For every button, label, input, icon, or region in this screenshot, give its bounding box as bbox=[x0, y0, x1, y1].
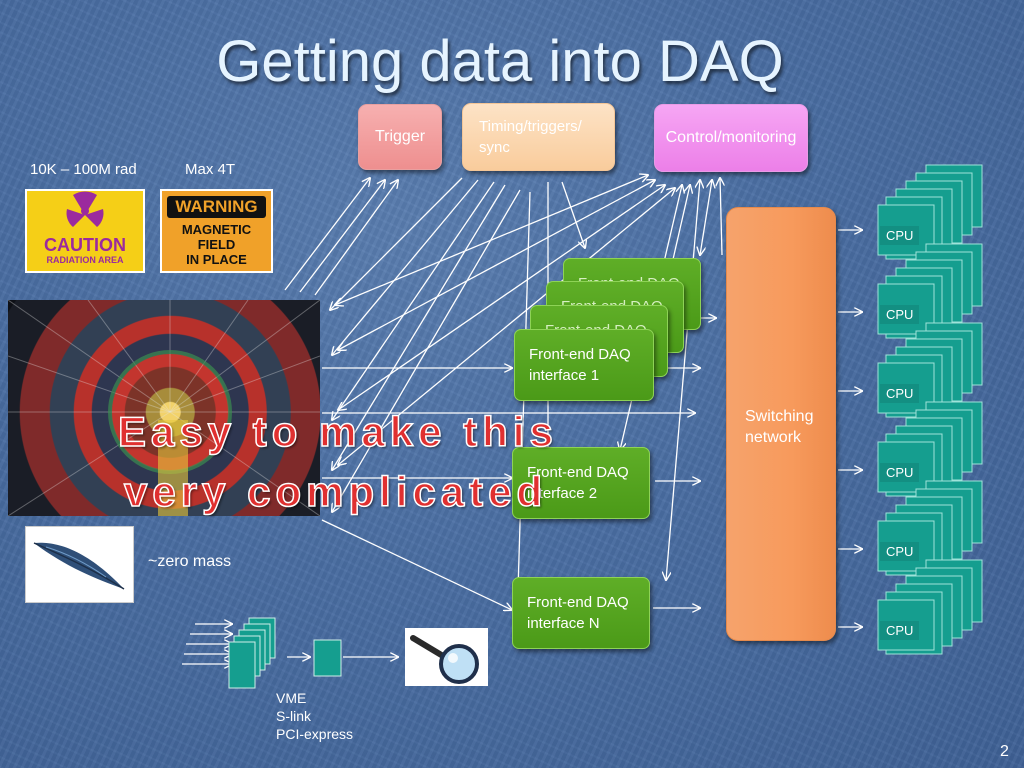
example-item: PCI-express bbox=[276, 726, 354, 742]
warning-magnetic-sign: WARNING MAGNETIC FIELD IN PLACE bbox=[160, 189, 273, 273]
overlay-line-2: very complicated bbox=[123, 467, 548, 516]
detector-photo bbox=[8, 300, 320, 516]
warning-line-2: FIELD bbox=[197, 237, 236, 252]
trigger-label: Trigger bbox=[374, 128, 426, 145]
example-item: S-link bbox=[276, 708, 312, 724]
slide-number: 2 bbox=[1000, 743, 1009, 760]
control-label: Control/monitoring bbox=[665, 129, 797, 146]
link-card-stack bbox=[228, 617, 342, 689]
switching-network-box: Switching network bbox=[726, 207, 836, 641]
cpu-label-2: CPU bbox=[880, 305, 920, 324]
timing-label: Timing/triggers/ sync bbox=[479, 118, 582, 156]
frontend-label-1: Front-end DAQ interface 1 bbox=[529, 346, 631, 384]
frontend-interface-2: Front-end DAQ interface 2 bbox=[512, 447, 650, 519]
link-examples-list: VME S-link PCI-express bbox=[276, 689, 353, 743]
caution-word: CAUTION bbox=[44, 235, 126, 255]
caution-sub: RADIATION AREA bbox=[46, 255, 124, 265]
frontend-interface-n: Front-end DAQ interface N bbox=[512, 577, 650, 649]
example-item: VME bbox=[276, 690, 307, 706]
frontend-interface-1: Front-end DAQ interface 1 bbox=[514, 329, 654, 401]
warning-line-3: IN PLACE bbox=[186, 252, 247, 267]
cpu-label-4: CPU bbox=[880, 463, 920, 482]
cpu-label-1: CPU bbox=[880, 226, 920, 245]
caution-radiation-sign: CAUTION RADIATION AREA bbox=[25, 189, 145, 273]
cpu-label-3: CPU bbox=[880, 384, 920, 403]
control-monitoring-box: Control/monitoring bbox=[654, 104, 808, 172]
cpu-label-5: CPU bbox=[880, 542, 920, 561]
warning-word: WARNING bbox=[175, 197, 258, 216]
cpu-label-6: CPU bbox=[880, 621, 920, 640]
frontend-label-2: Front-end DAQ interface 2 bbox=[527, 464, 629, 502]
trigger-box: Trigger bbox=[358, 104, 442, 170]
overlay-warning-text: Easy to make this very complicated bbox=[117, 402, 558, 522]
radiation-label: 10K – 100M rad bbox=[30, 161, 137, 178]
radiation-icon bbox=[66, 191, 104, 227]
slide-title: Getting data into DAQ bbox=[216, 29, 784, 94]
switching-label: Switching network bbox=[745, 408, 814, 446]
magnifier-image bbox=[405, 628, 488, 686]
feather-image bbox=[25, 526, 134, 603]
mass-label: ~zero mass bbox=[148, 553, 232, 570]
cpu-stacks bbox=[877, 164, 983, 655]
feather-icon bbox=[33, 542, 125, 590]
overlay-line-1: Easy to make this bbox=[117, 407, 558, 456]
frontend-label-n: Front-end DAQ interface N bbox=[527, 594, 629, 632]
field-label: Max 4T bbox=[185, 161, 236, 178]
timing-box: Timing/triggers/ sync bbox=[462, 103, 615, 171]
magnifying-glass-icon bbox=[410, 635, 479, 684]
warning-line-1: MAGNETIC bbox=[181, 222, 252, 237]
